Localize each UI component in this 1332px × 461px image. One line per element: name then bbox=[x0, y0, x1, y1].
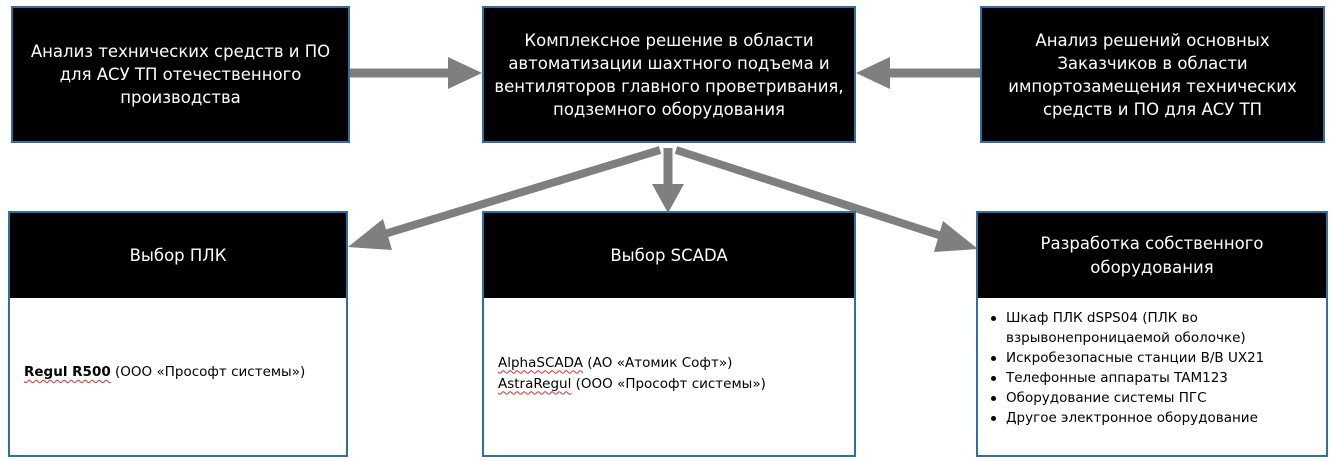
scada-item-vendor: (АО «Атомик Софт») bbox=[583, 354, 733, 371]
arrowhead-center-to-scada bbox=[652, 184, 684, 213]
arrowhead-right-to-center bbox=[856, 57, 890, 89]
scada-item-name: AlphaSCADA bbox=[498, 354, 584, 371]
complex-solution-text: Комплексное решение в области автоматиза… bbox=[494, 30, 844, 119]
list-item: Оборудование системы ПГС bbox=[978, 388, 1320, 408]
own-hardware-header: Разработка собственного оборудования bbox=[978, 213, 1326, 298]
scada-selection-card: Выбор SCADA AlphaSCADA (АО «Атомик Софт»… bbox=[482, 211, 856, 457]
arrowhead-left-to-center bbox=[448, 57, 482, 89]
own-hardware-list: Шкаф ПЛК dSPS04 (ПЛК во взрывонепроницае… bbox=[978, 308, 1320, 428]
plc-selection-title: Выбор ПЛК bbox=[129, 245, 227, 265]
own-hardware-body: Шкаф ПЛК dSPS04 (ПЛК во взрывонепроницае… bbox=[978, 298, 1326, 455]
arrowhead-center-to-own-hw bbox=[934, 221, 978, 252]
analysis-domestic-text: Анализ технических средств и ПО для АСУ … bbox=[30, 42, 331, 107]
arrow-center-to-plc bbox=[376, 146, 662, 240]
plc-item-vendor: (ООО «Прософт системы») bbox=[110, 364, 306, 380]
own-hardware-card: Разработка собственного оборудования Шка… bbox=[976, 211, 1328, 457]
plc-selection-card: Выбор ПЛК Regul R500 (ООО «Прософт систе… bbox=[8, 211, 348, 457]
scada-selection-body: AlphaSCADA (АО «Атомик Софт») AstraRegul… bbox=[484, 298, 854, 455]
analysis-customers-box: Анализ решений основных Заказчиков в обл… bbox=[980, 6, 1325, 143]
own-hardware-title: Разработка собственного оборудования bbox=[1040, 233, 1264, 277]
arrow-center-to-own-hw bbox=[674, 146, 950, 242]
list-item: Шкаф ПЛК dSPS04 (ПЛК во взрывонепроницае… bbox=[978, 308, 1320, 348]
analysis-domestic-box: Анализ технических средств и ПО для АСУ … bbox=[11, 6, 350, 143]
plc-selection-header: Выбор ПЛК bbox=[10, 213, 346, 298]
scada-selection-header: Выбор SCADA bbox=[484, 213, 854, 298]
scada-item: AstraRegul (ООО «Прософт системы») bbox=[498, 374, 854, 395]
plc-item-name: Regul R500 bbox=[24, 364, 111, 380]
list-item: Искробезопасные станции В/В UX21 bbox=[978, 348, 1320, 368]
plc-selection-body: Regul R500 (ООО «Прософт системы») bbox=[10, 298, 346, 455]
scada-item-vendor: (ООО «Прософт системы») bbox=[571, 375, 766, 392]
plc-item: Regul R500 (ООО «Прософт системы») bbox=[24, 362, 305, 383]
complex-solution-box: Комплексное решение в области автоматиза… bbox=[482, 6, 856, 143]
analysis-customers-text: Анализ решений основных Заказчиков в обл… bbox=[1008, 30, 1297, 119]
scada-selection-title: Выбор SCADA bbox=[610, 245, 728, 265]
list-item: Телефонные аппараты TAM123 bbox=[978, 368, 1320, 388]
scada-item: AlphaSCADA (АО «Атомик Софт») bbox=[498, 353, 854, 374]
scada-item-name: AstraRegul bbox=[498, 375, 572, 392]
arrowhead-center-to-plc bbox=[348, 219, 392, 250]
list-item: Другое электронное оборудование bbox=[978, 408, 1320, 428]
